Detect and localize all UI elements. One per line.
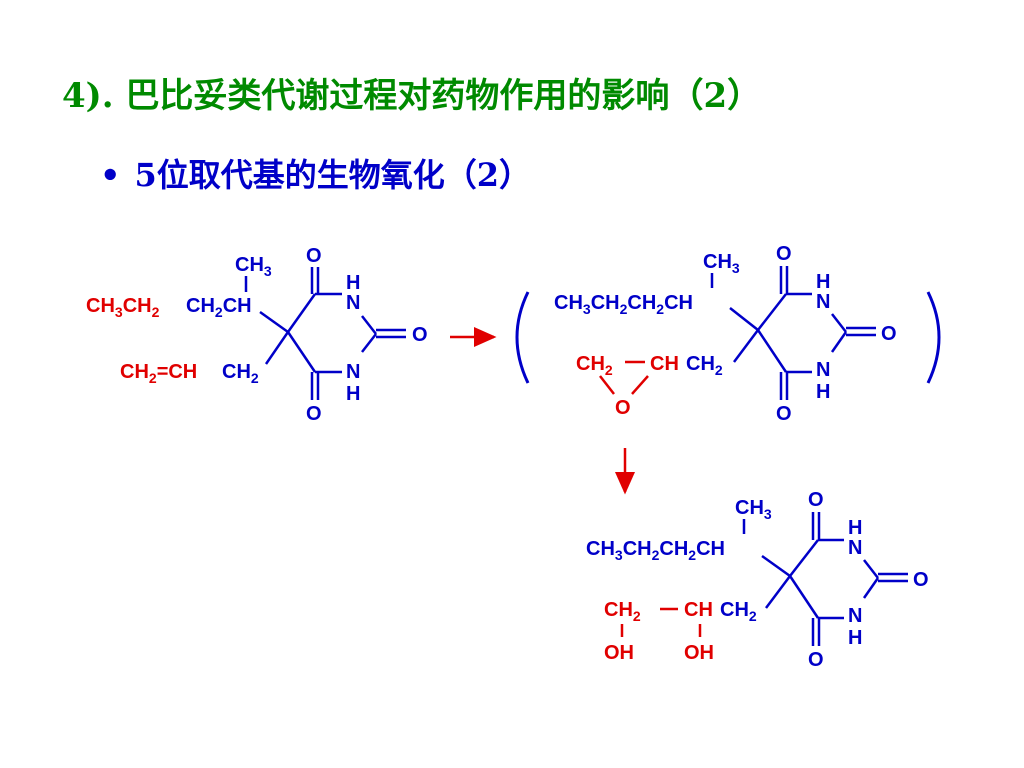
bracket-left [515, 291, 530, 384]
epox-o-bottom: O [776, 403, 792, 425]
diol-oh-left: OH [604, 642, 634, 664]
slide-title: 4). 巴比妥类代谢过程对药物作用的影响（2） [62, 68, 761, 117]
allyl-red-part: CH2=CH [120, 361, 197, 386]
diol-nh-bottom-h: H [848, 627, 862, 649]
epox-nh-top-n: N [816, 291, 830, 313]
diol-ch: CH [684, 599, 713, 621]
diol-methyl: CH3 [735, 497, 772, 522]
diol-oh-right: OH [684, 642, 714, 664]
title-number: 4). [62, 76, 114, 116]
propyl-blue-part: CH2CH [186, 295, 252, 320]
nh-top-h: H [346, 272, 360, 294]
epox-nh-bottom-h: H [816, 381, 830, 403]
epox-o-top: O [776, 243, 792, 265]
carbonyl-o-top: O [306, 245, 322, 267]
epoxide-molecule: CH3CH2CH2CH CH3 CH2 CH CH2 O O O O H N N… [515, 243, 941, 425]
epox-nh-bottom-n: N [816, 359, 830, 381]
bracket-right [926, 291, 941, 384]
epox-ring-o: O [615, 397, 631, 419]
bullet-text: 位取代基的生物氧化 [156, 156, 445, 194]
diol-o-right: O [913, 569, 929, 591]
diol-nh-top-n: N [848, 537, 862, 559]
diol-nh-bottom-n: N [848, 605, 862, 627]
methyl-label: CH3 [235, 254, 272, 279]
bullet-paren-number: 2 [476, 156, 500, 194]
diol-tail: CH2 [720, 599, 757, 624]
propyl-red-part: CH3CH2 [86, 295, 160, 320]
diol-chain: CH3CH2CH2CH [586, 538, 725, 563]
bullet-number: 5 [134, 156, 157, 194]
diol-o-bottom: O [808, 649, 824, 671]
diol-molecule: CH3CH2CH2CH CH3 CH2 CH CH2 OH OH O O O H… [586, 489, 929, 671]
epox-chain: CH3CH2CH2CH [554, 292, 693, 317]
epox-tail: CH2 [686, 353, 723, 378]
epox-ch: CH [650, 353, 679, 375]
epox-nh-top-h: H [816, 271, 830, 293]
epox-ch2: CH2 [576, 353, 613, 378]
nh-bottom-h: H [346, 383, 360, 405]
bullet-paren-open: （ [444, 156, 477, 194]
nh-bottom-n: N [346, 361, 360, 383]
title-text: 巴比妥类代谢过程对药物作用的影响 [125, 76, 670, 116]
carbonyl-o-bottom: O [306, 403, 322, 425]
bullet-dot: • [100, 156, 121, 194]
diol-ch2: CH2 [604, 599, 641, 624]
nh-top-n: N [346, 292, 360, 314]
bullet-line: • 5位取代基的生物氧化（2） [100, 150, 531, 196]
title-paren-number: 2 [703, 76, 728, 116]
epox-methyl: CH3 [703, 251, 740, 276]
title-paren-close: ） [727, 76, 762, 116]
carbonyl-o-right: O [412, 324, 428, 346]
allyl-blue-part: CH2 [222, 361, 259, 386]
diol-nh-top-h: H [848, 517, 862, 539]
epox-o-right: O [881, 323, 897, 345]
bullet-paren-close: ） [499, 156, 532, 194]
parent-molecule: CH3CH2 CH2CH CH3 CH2=CH CH2 O O O H N N … [86, 245, 428, 425]
title-paren-open: （ [669, 76, 704, 116]
diol-o-top: O [808, 489, 824, 511]
